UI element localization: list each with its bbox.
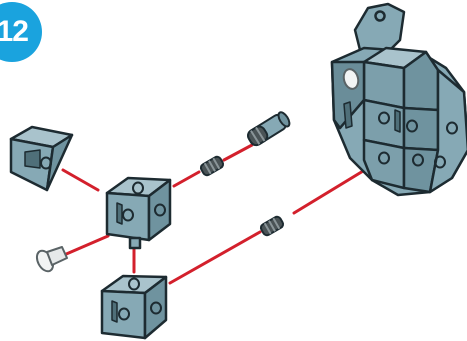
- guide-line-peg-to-cube: [62, 234, 110, 257]
- axle-icon: [247, 111, 291, 147]
- peg-icon: [35, 246, 68, 273]
- cube-block-icon-2: [100, 274, 168, 340]
- guide-line-angled-to-cube: [61, 168, 100, 192]
- step-number: 12: [0, 15, 29, 48]
- connector-pin-icon: [199, 155, 225, 177]
- guide-line-cube-to-connector: [172, 170, 201, 188]
- step-badge: 12: [0, 2, 42, 62]
- angled-block-icon: [9, 125, 74, 192]
- connector-pin-icon-2: [259, 215, 285, 237]
- assembled-model-icon: [330, 2, 467, 197]
- guide-line-cube-to-connector-2: [168, 230, 262, 285]
- guide-line-connector-to-axle: [222, 143, 254, 162]
- cube-block-icon: [105, 176, 172, 250]
